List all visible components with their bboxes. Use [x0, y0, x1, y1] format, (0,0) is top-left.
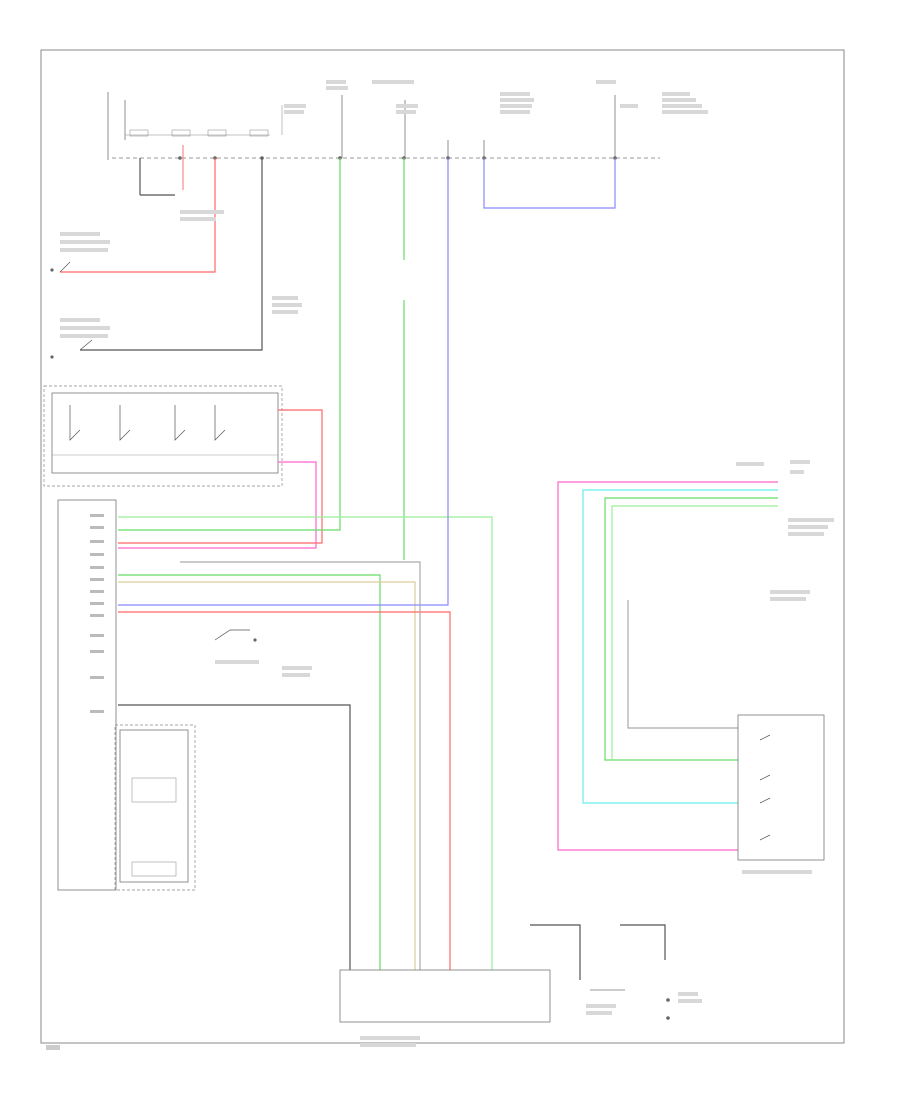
- wire-black-down: [118, 704, 351, 970]
- module-side-items: [214, 629, 312, 677]
- diagram-frame: [40, 49, 845, 1044]
- wire-blue-top: [483, 158, 616, 209]
- bottom-connector: [339, 924, 666, 1047]
- bus-pins: [178, 156, 617, 160]
- wire-blue-down: [118, 158, 449, 606]
- wire-green-long: [118, 158, 341, 531]
- wire-gray-down: [180, 561, 421, 970]
- wire-pink-panel: [118, 461, 317, 549]
- wire-tan-down: [118, 581, 416, 970]
- right-memory-switch: [557, 460, 834, 874]
- ground-point: [666, 992, 702, 1020]
- overhead-connectors: [107, 80, 708, 160]
- memory-switch-panel: [43, 385, 283, 487]
- seat-control-module: [57, 499, 196, 891]
- recline-motor-sensor: [119, 729, 189, 883]
- wire-red-panel: [118, 409, 323, 544]
- page-tag: [46, 1045, 60, 1050]
- left-door-switches: [50, 145, 302, 359]
- wire-green-down: [118, 516, 493, 970]
- wire-red-down: [118, 611, 451, 970]
- wire-green2-down: [118, 574, 381, 970]
